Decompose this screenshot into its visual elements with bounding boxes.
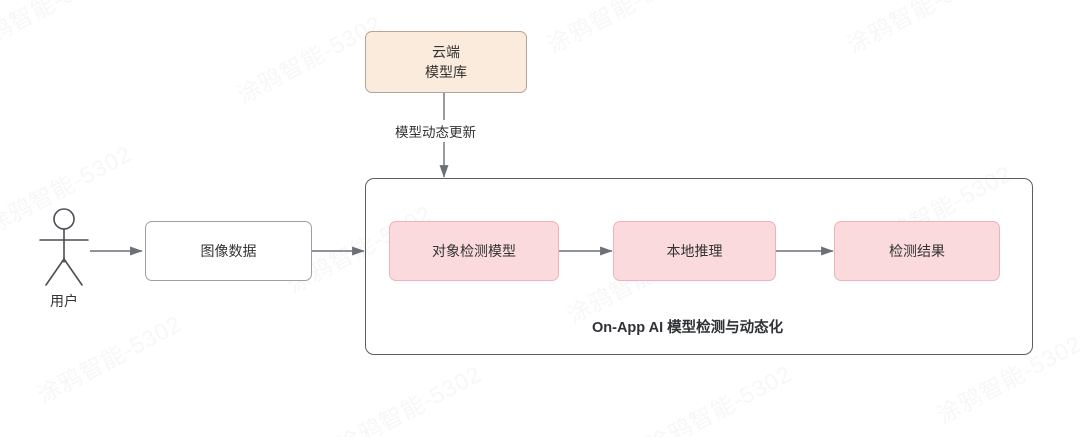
node-object-detection-model[interactable]: 对象检测模型 bbox=[389, 221, 559, 281]
stick-figure-actor-icon bbox=[39, 208, 89, 286]
watermark-text: 涂鸦智能-5302 bbox=[842, 0, 997, 59]
node-detection-result[interactable]: 检测结果 bbox=[834, 221, 1000, 281]
watermark-text: 涂鸦智能-5302 bbox=[0, 0, 117, 59]
node-image-data-label: 图像数据 bbox=[200, 242, 257, 259]
actor-label: 用户 bbox=[50, 293, 78, 309]
edge-label-model-dynamic-update: 模型动态更新 bbox=[391, 120, 480, 142]
watermark-text: 涂鸦智能-5302 bbox=[232, 10, 387, 109]
node-cloud-model-repository[interactable]: 云端 模型库 bbox=[365, 31, 527, 93]
node-detection-result-label: 检测结果 bbox=[889, 242, 945, 259]
node-cloud-model-repository-label-line1: 云端 bbox=[432, 43, 460, 60]
container-on-app-ai bbox=[365, 178, 1033, 355]
watermark-text: 涂鸦智能-5302 bbox=[0, 140, 137, 239]
node-image-data[interactable]: 图像数据 bbox=[145, 221, 312, 281]
watermark-text: 涂鸦智能-5302 bbox=[542, 0, 697, 59]
node-cloud-model-repository-label-line2: 模型库 bbox=[425, 64, 467, 80]
watermark-text: 涂鸦智能-5302 bbox=[32, 310, 187, 409]
node-local-inference[interactable]: 本地推理 bbox=[613, 221, 776, 281]
container-title-on-app-ai: On-App AI 模型检测与动态化 bbox=[592, 320, 784, 336]
node-local-inference-label: 本地推理 bbox=[666, 242, 723, 259]
node-object-detection-model-label: 对象检测模型 bbox=[432, 242, 516, 259]
watermark-text: 涂鸦智能-5302 bbox=[642, 360, 797, 437]
watermark-text: 涂鸦智能-5302 bbox=[332, 360, 487, 437]
